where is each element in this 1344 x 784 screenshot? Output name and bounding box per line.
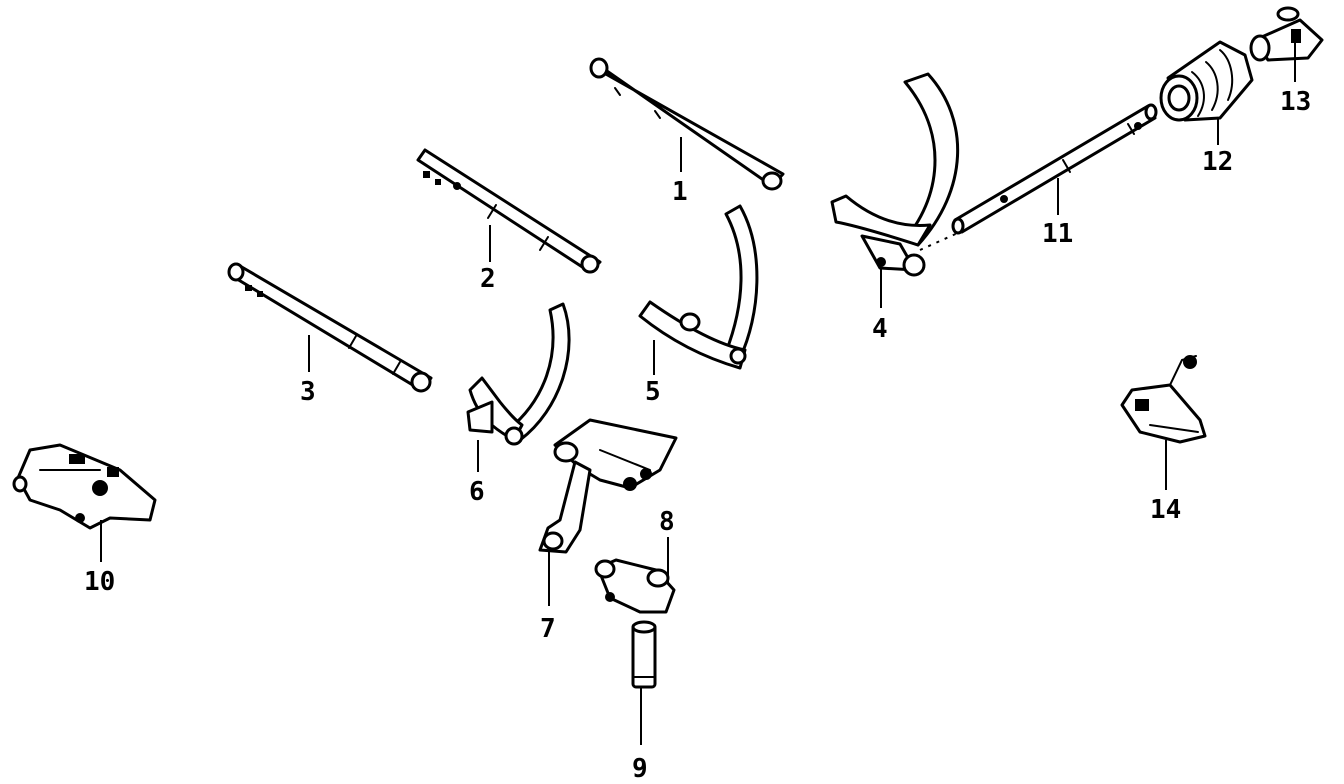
dotted-line-4-11: [919, 231, 961, 251]
callout-13: 13: [1280, 87, 1311, 117]
part-12-boot: [1159, 40, 1254, 122]
part-2-shift-rail: [416, 148, 602, 274]
callout-5: 5: [645, 377, 661, 407]
callout-3: 3: [300, 377, 316, 407]
part-6-shift-fork: [466, 302, 571, 446]
part-4-shift-fork: [830, 72, 960, 277]
callout-8: 8: [659, 507, 675, 537]
callout-12: 12: [1202, 147, 1233, 177]
callout-9: 9: [632, 754, 648, 784]
part-3-shift-rail: [227, 262, 433, 393]
part-7-shift-lever: [538, 418, 678, 554]
part-13-bushing: [1249, 6, 1324, 62]
part-1-shift-rail: [589, 57, 785, 191]
callout-2: 2: [480, 264, 496, 294]
part-5-shift-fork: [638, 204, 759, 370]
part-8-select-lever: [594, 558, 676, 614]
callout-10: 10: [84, 567, 115, 597]
callout-6: 6: [469, 477, 485, 507]
callout-7: 7: [540, 614, 556, 644]
callout-4: 4: [872, 314, 888, 344]
part-10-shifter-housing: [12, 443, 157, 530]
part-9-pin: [631, 620, 657, 689]
callout-1: 1: [672, 177, 688, 207]
callout-14: 14: [1150, 495, 1181, 525]
part-11-select-shaft: [951, 103, 1158, 235]
part-14-bracket: [1120, 355, 1207, 444]
callout-11: 11: [1042, 219, 1073, 249]
